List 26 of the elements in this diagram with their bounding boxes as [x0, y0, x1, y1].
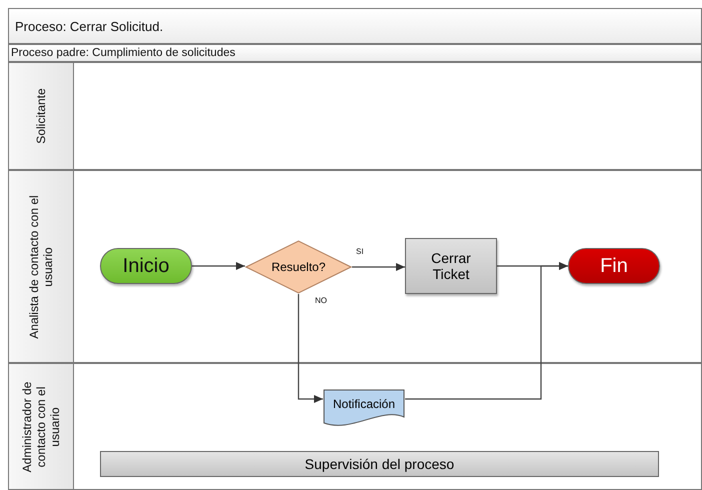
process-bar [100, 451, 659, 477]
subheader-band: Proceso padre: Cumplimiento de solicitudes [8, 44, 702, 62]
swimlane [8, 62, 702, 170]
edge-label: SI [355, 247, 365, 256]
process-box [405, 238, 497, 294]
node-text: Supervisión del proceso [304, 455, 456, 474]
node-text: Cerrar Ticket [430, 249, 472, 284]
start-terminator [100, 248, 192, 284]
decision-diamond [245, 240, 352, 294]
node-text: Fin [599, 254, 629, 278]
node-text: Notificación [332, 396, 396, 413]
node-text: Resuelto? [270, 259, 327, 276]
lane-title: Solicitante [34, 87, 48, 146]
document-shape [323, 389, 405, 429]
swimlane [8, 170, 702, 363]
edge-label: NO [314, 296, 328, 305]
connector-arrow [352, 263, 405, 271]
connector-arrow [298, 294, 323, 403]
swimlane [8, 363, 702, 490]
connector-arrow [192, 262, 245, 270]
lane-title: Analista de contacto con el usuario [27, 194, 55, 341]
end-terminator [568, 248, 660, 284]
node-text: Inicio [122, 254, 170, 278]
header-band: Proceso: Cerrar Solicitud. [8, 8, 702, 44]
lane-title: Administrador de contacto con el usuario [20, 380, 62, 474]
connector-arrow [405, 262, 568, 400]
